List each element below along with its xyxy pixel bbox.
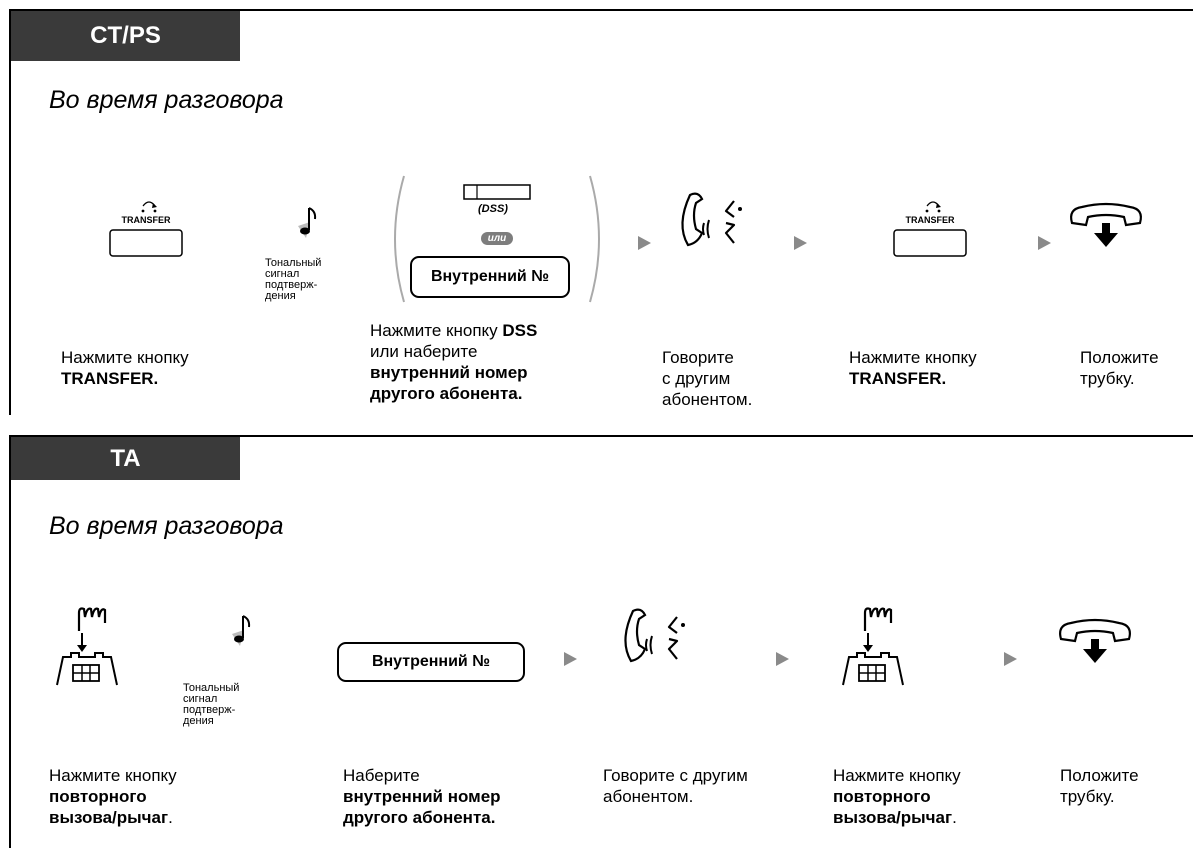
caption-bold: вызова/рычаг xyxy=(49,808,169,827)
section-tab-ta: TA xyxy=(11,437,240,480)
dss-button-icon xyxy=(463,184,533,202)
tone-line: Тональный xyxy=(265,257,322,269)
section-subtitle: Во время разговора xyxy=(49,86,284,114)
caption-bold: другого абонента. xyxy=(343,808,496,827)
transfer-key-icon: TRANSFER xyxy=(893,198,973,260)
caption-line: . xyxy=(168,808,173,827)
caption-step-5: Положите трубку. xyxy=(1080,347,1159,389)
tone-line: дения xyxy=(265,290,296,302)
arrow-right-icon xyxy=(794,236,807,250)
caption-line: Нажмите кнопку xyxy=(833,766,961,785)
tone-note-icon xyxy=(296,206,320,240)
caption-step-4: Нажмите кнопку TRANSFER. xyxy=(849,347,977,389)
section-tab-ct-ps: CT/PS xyxy=(11,11,240,61)
arrow-right-icon xyxy=(776,652,789,666)
transfer-key-icon: TRANSFER xyxy=(109,198,189,260)
caption-step-2: Наберите внутренний номер другого абонен… xyxy=(343,765,501,828)
caption-step-1: Нажмите кнопку TRANSFER. xyxy=(61,347,189,389)
caption-step-3: Говорите с другим абонентом. xyxy=(603,765,748,807)
caption-step-3: Говорите с другим абонентом. xyxy=(662,347,752,410)
caption-line: трубку. xyxy=(1060,787,1115,806)
caption-bold: повторного xyxy=(49,787,147,806)
extension-number-box: Внутренний № xyxy=(410,256,570,298)
dss-label: (DSS) xyxy=(478,203,508,215)
caption-bold: вызова/рычаг xyxy=(833,808,953,827)
hang-up-handset-icon xyxy=(1068,199,1148,255)
caption-line: трубку. xyxy=(1080,369,1135,388)
talk-handset-icon xyxy=(676,189,748,263)
caption-bold: DSS xyxy=(502,321,538,340)
caption-line: абонентом. xyxy=(603,787,694,806)
section-subtitle: Во время разговора xyxy=(49,512,284,540)
caption-step-5: Положите трубку. xyxy=(1060,765,1139,807)
arrow-right-icon xyxy=(1038,236,1051,250)
hookswitch-flash-icon xyxy=(51,605,131,689)
extension-number-box: Внутренний № xyxy=(337,642,525,682)
caption-line: Нажмите кнопку xyxy=(49,766,177,785)
tone-line: сигнал xyxy=(183,693,218,705)
caption-bold: внутренний номер xyxy=(370,363,528,382)
caption-bold: другого абонента. xyxy=(370,384,523,403)
caption-line: Положите xyxy=(1080,348,1159,367)
arrow-right-icon xyxy=(1004,652,1017,666)
ta-panel: TA Во время разговора Тональный сигнал п… xyxy=(9,435,1193,848)
caption-line: Говорите с другим xyxy=(603,766,748,785)
left-bracket xyxy=(386,174,406,304)
caption-line: Нажмите кнопку xyxy=(61,348,189,367)
ct-ps-panel: CT/PS Во время разговора TRANSFER Тональ… xyxy=(9,9,1193,415)
or-badge: или xyxy=(481,232,513,245)
tone-line: дения xyxy=(183,715,214,727)
caption-line: Говорите xyxy=(662,348,734,367)
talk-handset-icon xyxy=(619,605,691,679)
tone-line: подтверж- xyxy=(183,704,236,716)
caption-line: Нажмите кнопку xyxy=(849,348,977,367)
tone-line: сигнал xyxy=(265,268,300,280)
transfer-key-label: TRANSFER xyxy=(905,215,955,225)
arrow-right-icon xyxy=(638,236,651,250)
caption-line: абонентом. xyxy=(662,390,753,409)
caption-step-1: Нажмите кнопку повторного вызова/рычаг. xyxy=(49,765,177,828)
tone-line: Тональный xyxy=(183,682,240,694)
right-bracket xyxy=(588,174,608,304)
caption-line: Наберите xyxy=(343,766,420,785)
caption-line: Нажмите кнопку xyxy=(370,321,503,340)
caption-bold: TRANSFER. xyxy=(849,369,947,388)
caption-bold: внутренний номер xyxy=(343,787,501,806)
caption-bold: TRANSFER. xyxy=(61,369,159,388)
hang-up-handset-icon xyxy=(1057,615,1137,671)
tone-caption: Тональный сигнал подтверж- дения xyxy=(183,683,239,727)
caption-line: или наберите xyxy=(370,342,478,361)
hookswitch-flash-icon xyxy=(837,605,917,689)
caption-line: с другим xyxy=(662,369,731,388)
caption-line: Положите xyxy=(1060,766,1139,785)
caption-line: . xyxy=(952,808,957,827)
caption-step-2: Нажмите кнопку DSS или наберите внутренн… xyxy=(370,320,537,404)
tone-caption: Тональный сигнал подтверж- дения xyxy=(265,258,321,302)
caption-step-4: Нажмите кнопку повторного вызова/рычаг. xyxy=(833,765,961,828)
tone-note-icon xyxy=(230,614,254,648)
arrow-right-icon xyxy=(564,652,577,666)
tone-line: подтверж- xyxy=(265,279,318,291)
transfer-key-label: TRANSFER xyxy=(121,215,171,225)
caption-bold: повторного xyxy=(833,787,931,806)
